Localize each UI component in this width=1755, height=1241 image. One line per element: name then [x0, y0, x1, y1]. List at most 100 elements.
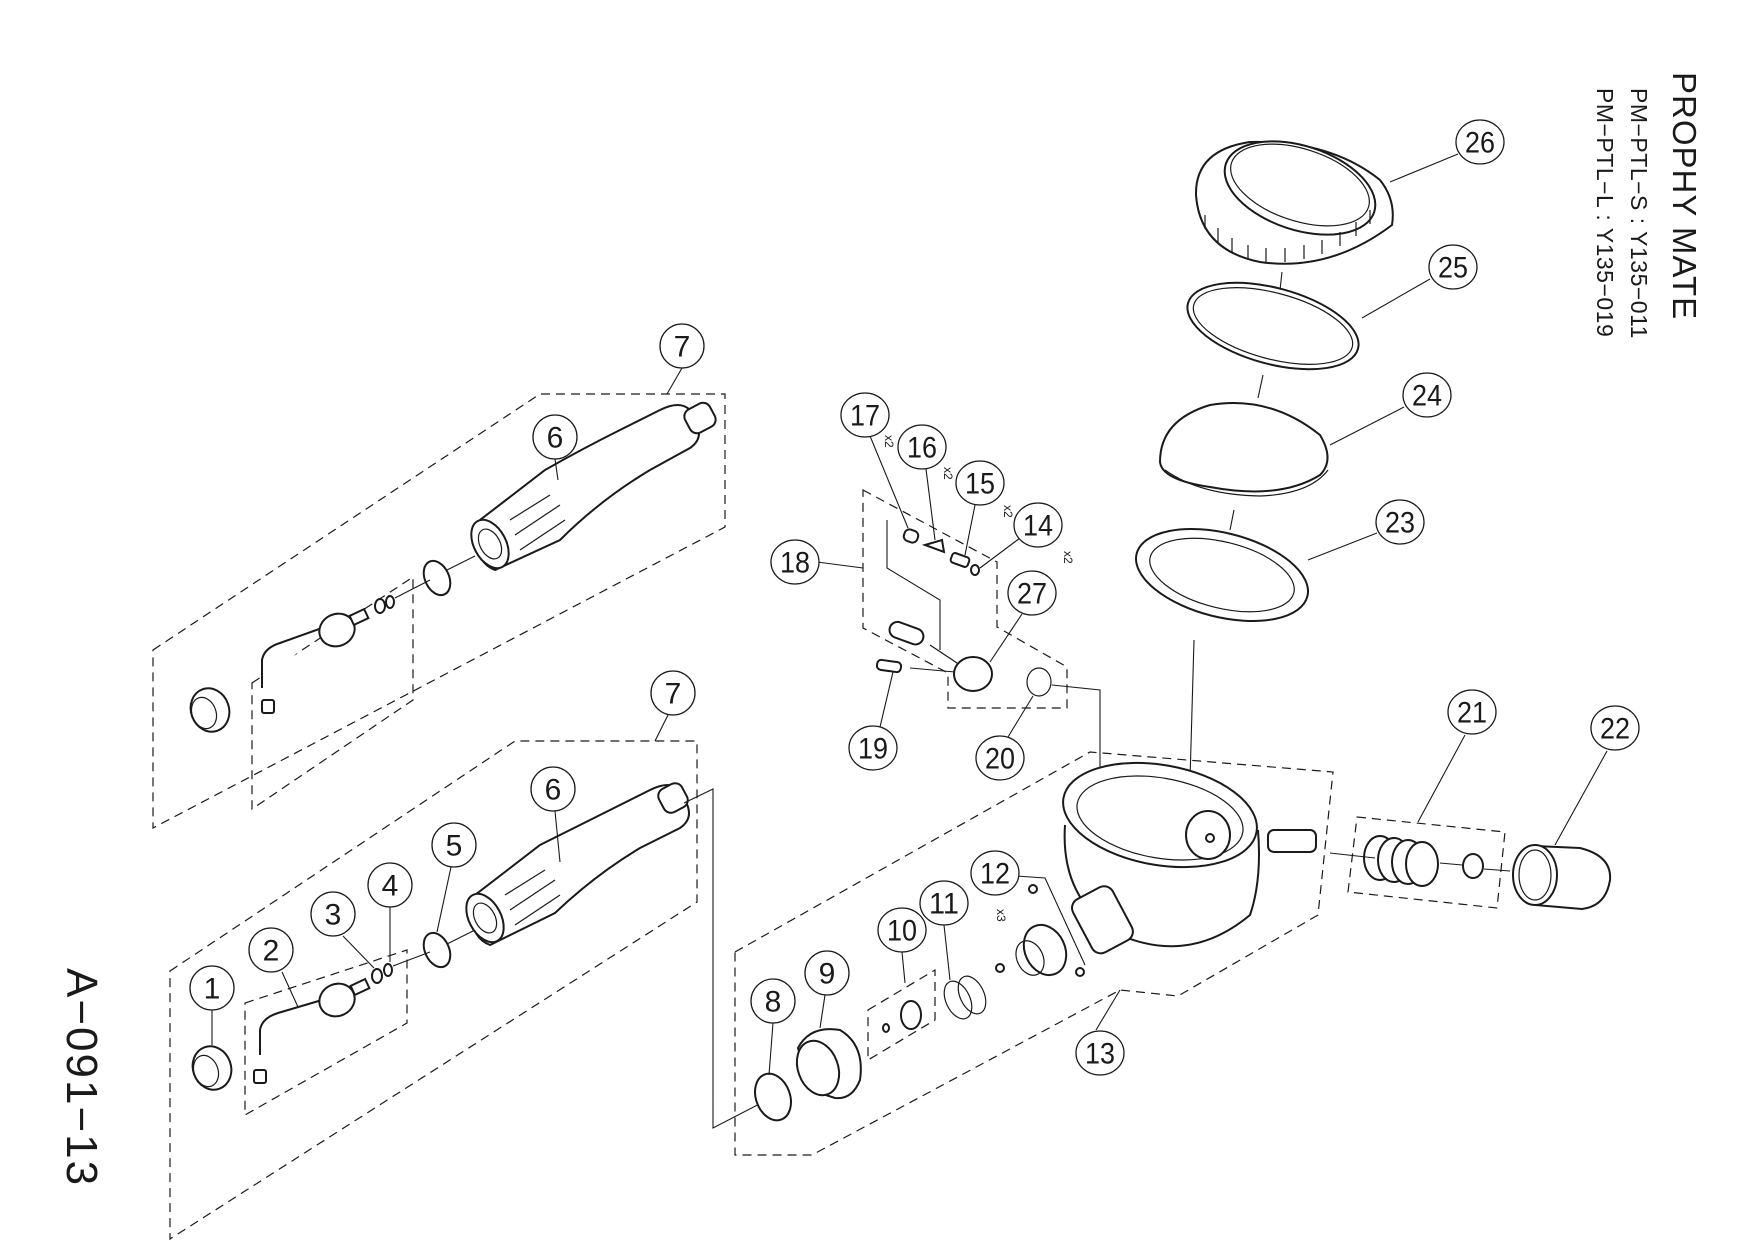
callout-c15: 15 x2 [955, 460, 1015, 518]
callout-circle [1402, 372, 1452, 418]
quantity-label: x3 [994, 909, 1008, 922]
leader-6-upper [554, 458, 559, 481]
callout-number: 25 [1438, 252, 1468, 285]
part-21-o-ring [1462, 853, 1484, 879]
callout-c27: 27 [1007, 570, 1057, 616]
callout-c2: 2 [248, 927, 294, 973]
callout-number: 7 [674, 331, 691, 364]
part-17 [902, 528, 920, 544]
leader-11 [943, 924, 951, 981]
callout-number: 10 [887, 915, 917, 948]
group-7-upper [152, 367, 726, 829]
callout-number: 26 [1465, 127, 1495, 160]
callout-c23: 23 [1375, 499, 1425, 545]
part-21-spring [1363, 835, 1439, 887]
leader-27 [989, 613, 1023, 663]
leader-12 [1015, 875, 1086, 966]
callout-number: 18 [780, 547, 810, 580]
callout-circle [650, 670, 696, 716]
outlet-port [1071, 885, 1134, 955]
callout-number: 2 [263, 935, 280, 968]
callout-number: 8 [765, 986, 782, 1019]
callout-c11: 11 [919, 880, 969, 926]
leader-19 [879, 671, 894, 728]
callout-number: 15 [965, 468, 995, 501]
callout-number: 7 [665, 678, 682, 711]
callout-circle [897, 424, 947, 470]
callout-number: 17 [850, 400, 880, 433]
group-2-lower-outline [244, 949, 408, 1117]
fitting-assembly [995, 884, 1085, 977]
callout-c5: 5 [431, 822, 477, 868]
part-26-cap-nut [1194, 140, 1394, 265]
callout-c6a: 6 [532, 414, 578, 460]
leader-26 [1389, 153, 1459, 183]
valve-stem [888, 620, 925, 646]
group-18 [816, 435, 1201, 836]
o-ring-small-upper-a [374, 598, 386, 614]
callout-circle [970, 850, 1020, 896]
leader-16 [925, 468, 936, 541]
part-14 [970, 564, 980, 576]
callout-number: 19 [858, 733, 888, 766]
callout-number: 12 [980, 858, 1010, 891]
callout-c7b: 7 [650, 670, 696, 716]
leader-13 [1095, 989, 1121, 1031]
callout-number: 14 [1023, 510, 1053, 543]
callout-number: 27 [1017, 578, 1047, 611]
callout-number: 20 [985, 743, 1015, 776]
callout-circle [1590, 705, 1640, 751]
quantity-label: x2 [1001, 505, 1015, 518]
bowl-body [1062, 761, 1317, 955]
callout-number: 13 [1085, 1038, 1115, 1071]
nozzle-nut-lower [191, 1045, 233, 1091]
handle-body-lower [465, 782, 690, 947]
part-11-spring-rings [943, 975, 987, 1020]
part-24-dome [1158, 402, 1329, 497]
ball-12a [1028, 884, 1038, 894]
leader-10 [901, 951, 906, 984]
assembly-line-23 [1189, 639, 1195, 781]
hose-connector [1267, 829, 1317, 853]
leader-22 [1554, 750, 1608, 846]
group-7-lower [169, 714, 774, 1241]
callout-c25: 25 [1428, 244, 1478, 290]
callout-circle [1455, 119, 1505, 165]
part-16 [921, 538, 946, 554]
quantity-label: x2 [882, 435, 896, 448]
quantity-label: x2 [1061, 551, 1075, 564]
callout-c12: 12 x3 [970, 850, 1020, 922]
callout-circle [848, 725, 898, 771]
o-ring-large-upper [422, 559, 452, 597]
leader-24 [1329, 406, 1405, 446]
o-ring-4 [383, 963, 393, 977]
group-7-lower-outline [169, 740, 698, 1241]
callout-circle [532, 414, 578, 460]
group-7-upper-outline [152, 393, 726, 829]
part-10-small-ring [882, 1023, 890, 1033]
callout-layer: 12345667789101112x31314x215x216x217x2181… [189, 119, 1640, 1076]
callout-number: 3 [325, 899, 342, 932]
cap-stack [1135, 140, 1459, 781]
part-19 [875, 658, 903, 674]
group-18-outline [862, 488, 1068, 709]
part-22-sleeve [1512, 844, 1612, 911]
leader-20 [1007, 695, 1034, 738]
callout-number: 5 [446, 830, 463, 863]
callout-number: 1 [204, 973, 221, 1006]
callout-number: 24 [1412, 380, 1442, 413]
leader-14 [979, 537, 1021, 569]
callout-c8: 8 [750, 978, 796, 1024]
leader-9 [819, 994, 826, 1029]
callout-circle [1428, 244, 1478, 290]
callout-number: 9 [819, 958, 836, 991]
callout-number: 4 [382, 870, 399, 903]
callout-number: 16 [907, 432, 937, 465]
callout-number: 6 [547, 422, 564, 455]
leader-25 [1361, 278, 1431, 319]
callout-circle [189, 965, 235, 1011]
callout-circle [659, 323, 705, 369]
callout-c6b: 6 [530, 766, 576, 812]
